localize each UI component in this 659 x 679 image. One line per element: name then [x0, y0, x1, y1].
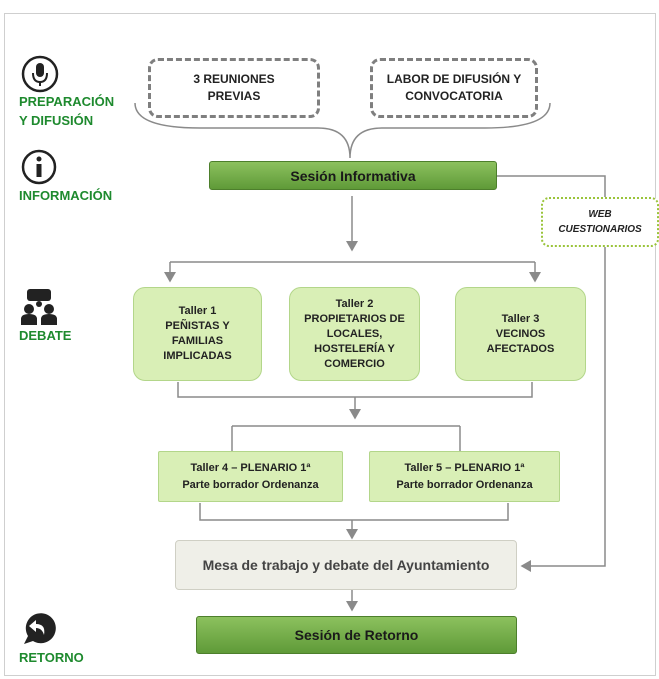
taller5-plenario-box: Taller 5 – PLENARIO 1ª Parte borrador Or… [369, 451, 560, 502]
taller3-box: Taller 3 VECINOS AFECTADOS [455, 287, 586, 381]
reuniones-box: 3 REUNIONES PREVIAS [148, 58, 320, 118]
stage-preparacion-label: PREPARACIÓN Y DIFUSIÓN [19, 94, 115, 128]
web-feedback-line [497, 175, 606, 572]
sesion-informativa-box: Sesión Informativa [209, 161, 497, 190]
mesa-trabajo-box: Mesa de trabajo y debate del Ayuntamient… [175, 540, 517, 590]
brace-connector [134, 102, 551, 159]
taller1-box: Taller 1 PEÑISTAS Y FAMILIAS IMPLICADAS [133, 287, 262, 381]
sesion-retorno-box: Sesión de Retorno [196, 616, 517, 654]
stage-retorno-label: RETORNO [19, 650, 84, 665]
stage-informacion-label: INFORMACIÓN [19, 188, 113, 203]
difusion-box: LABOR DE DIFUSIÓN Y CONVOCATORIA [370, 58, 538, 118]
taller2-box: Taller 2 PROPIETARIOS DE LOCALES, HOSTEL… [289, 287, 420, 381]
diagram-frame [4, 13, 656, 676]
taller4-plenario-box: Taller 4 – PLENARIO 1ª Parte borrador Or… [158, 451, 343, 502]
microphone-icon [21, 55, 59, 93]
web-cuestionarios-box: WEB CUESTIONARIOS [541, 197, 659, 247]
meeting-icon [21, 289, 57, 325]
stage-debate-label: DEBATE [19, 328, 72, 343]
info-icon [21, 149, 57, 185]
return-arrow-icon [24, 613, 56, 644]
